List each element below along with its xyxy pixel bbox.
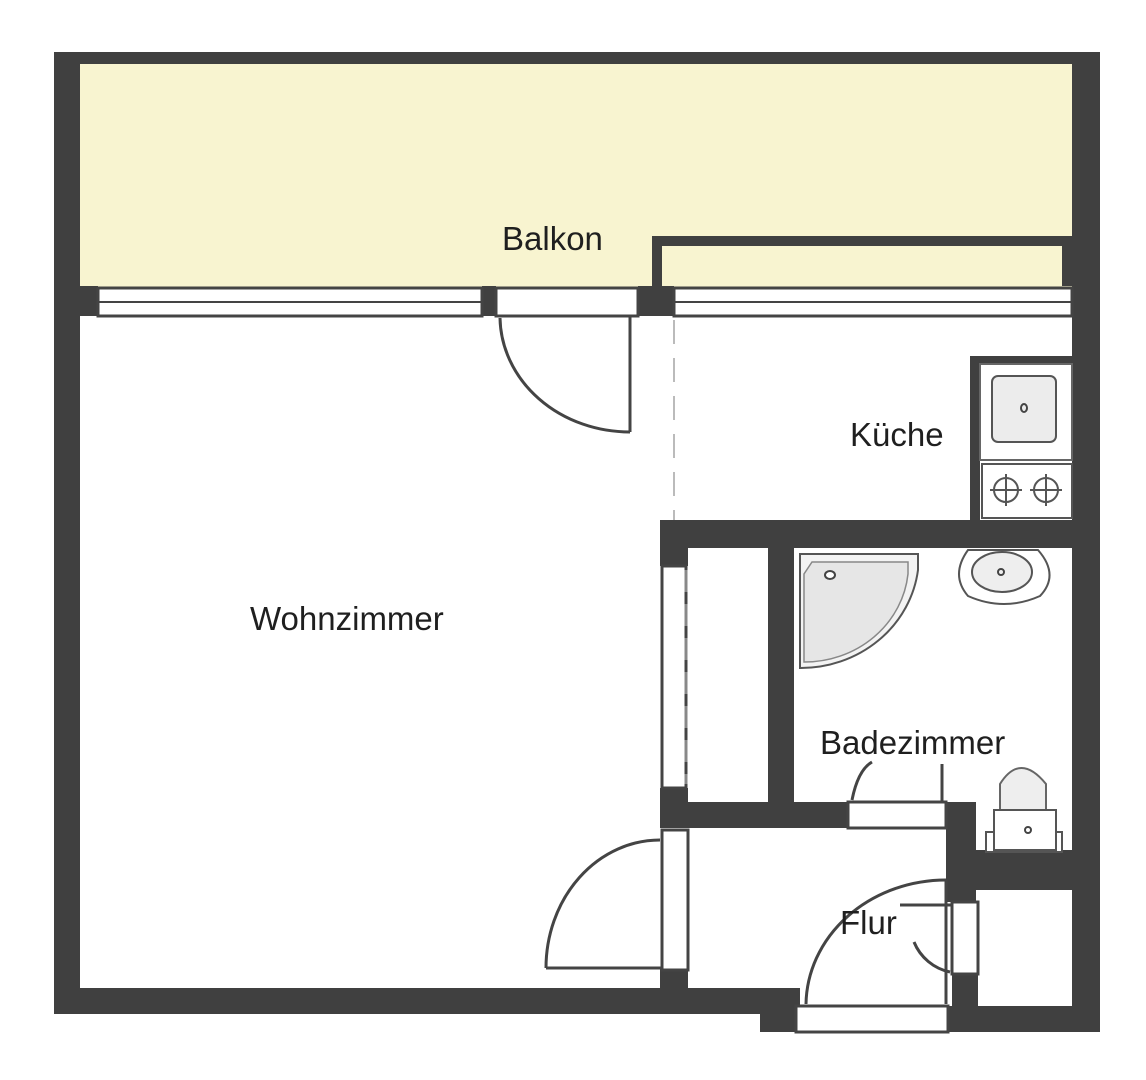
stove — [981, 463, 1073, 519]
room-label-flur: Flur — [840, 904, 897, 941]
toilet — [985, 767, 1063, 853]
corner-shower — [799, 553, 919, 670]
washbasin — [958, 549, 1051, 605]
balcony-area — [80, 62, 1072, 288]
room-label-badezimmer: Badezimmer — [820, 724, 1005, 761]
living-room-door — [544, 828, 690, 972]
windows — [96, 286, 1074, 318]
balcony-door — [498, 316, 632, 434]
storage-door — [900, 900, 980, 976]
storage-room — [976, 884, 1072, 890]
walls — [54, 52, 1100, 1032]
entrance-door — [794, 878, 950, 1034]
closet-door — [660, 564, 688, 790]
room-label-kueche: Küche — [850, 416, 944, 453]
room-label-wohnzimmer: Wohnzimmer — [250, 600, 444, 637]
room-label-balkon: Balkon — [502, 220, 603, 257]
kitchen-sink — [979, 363, 1073, 461]
bathroom-door — [846, 760, 948, 830]
